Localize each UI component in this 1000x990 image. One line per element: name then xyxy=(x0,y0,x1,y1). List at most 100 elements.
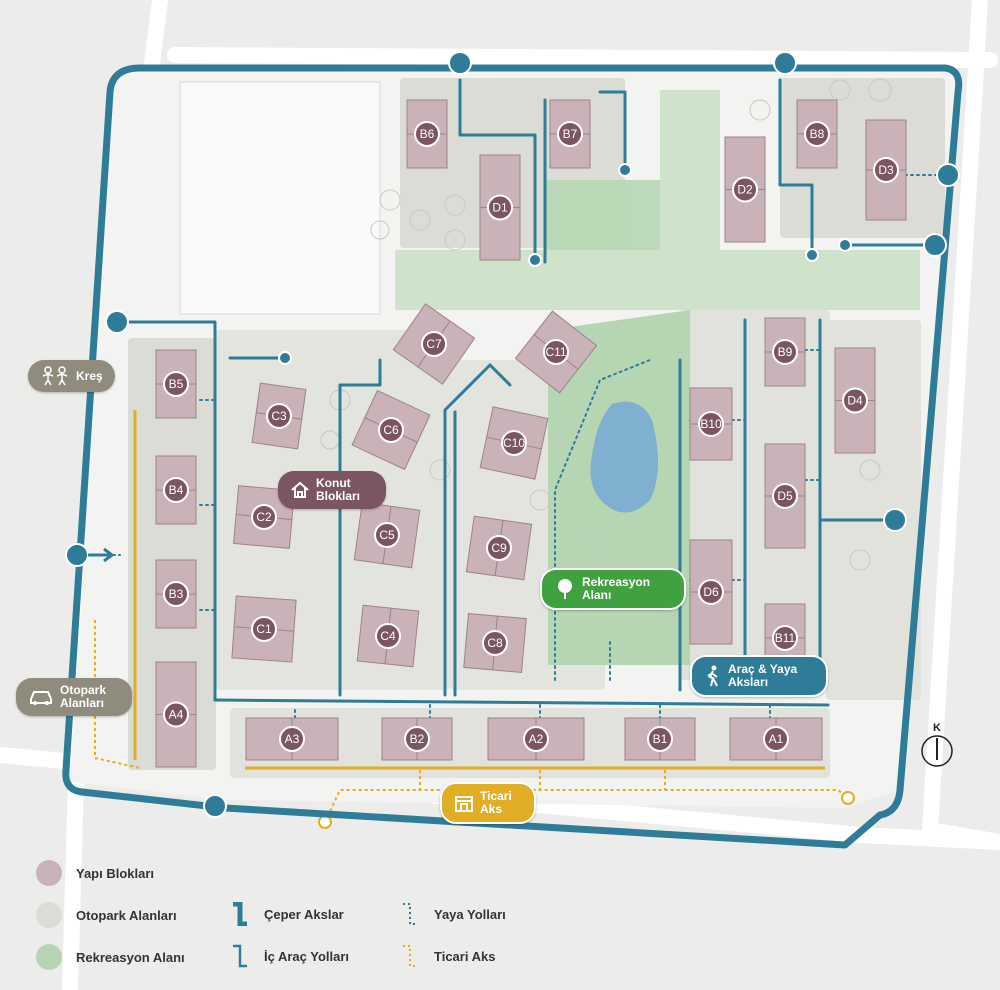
rekreasyon-label: Rekreasyon Alanı xyxy=(582,575,651,602)
block-badge: A2 xyxy=(523,726,549,752)
legend-item: Yapı Blokları xyxy=(36,860,154,886)
block-label: A4 xyxy=(169,708,184,722)
commercial-axis xyxy=(94,410,849,823)
rekreasyon-callout[interactable]: Rekreasyon Alanı xyxy=(540,568,686,610)
block-label: D2 xyxy=(737,183,753,197)
legend-label: Çeper Akslar xyxy=(264,906,344,922)
shop-icon xyxy=(455,796,473,812)
dotted-gold-line-icon xyxy=(403,945,417,967)
block-label: C1 xyxy=(256,622,272,636)
entry-arrow-icon xyxy=(88,547,115,563)
block-label: D6 xyxy=(703,585,719,599)
thin-line-icon xyxy=(233,944,247,968)
block-label: C10 xyxy=(503,436,525,450)
block-badge: C8 xyxy=(482,630,508,656)
legend-label: Yapı Blokları xyxy=(76,865,155,881)
block-label: C5 xyxy=(379,528,395,542)
konut-callout[interactable]: Konut Blokları xyxy=(278,471,386,509)
legend-item: Yaya Yolları xyxy=(400,902,506,926)
block-badge: C6 xyxy=(378,417,404,443)
house-icon xyxy=(291,481,309,498)
block-label: C3 xyxy=(271,409,287,423)
block-badge: D3 xyxy=(873,157,899,183)
legend-label: Ticari Aks xyxy=(434,948,496,964)
block-label: B7 xyxy=(563,127,578,141)
legend-label: Yaya Yolları xyxy=(434,906,506,922)
compass-label: K xyxy=(933,722,941,734)
block-label: B4 xyxy=(169,483,184,497)
block-label: C4 xyxy=(380,629,396,643)
block-label: D1 xyxy=(492,201,508,215)
building-block-b4[interactable] xyxy=(155,455,197,525)
block-badge: C2 xyxy=(251,504,277,530)
building-block-d1[interactable] xyxy=(479,154,521,261)
block-label: C9 xyxy=(491,541,507,555)
legend-item: İç Araç Yolları xyxy=(230,944,349,968)
block-label: C6 xyxy=(383,423,399,437)
block-badge: B3 xyxy=(163,581,189,607)
ticari-label: Ticari Aks xyxy=(480,789,512,816)
block-label: C11 xyxy=(545,345,566,359)
block-badge: D4 xyxy=(842,387,868,414)
commercial-node xyxy=(841,791,855,805)
block-label: B5 xyxy=(169,377,184,391)
children-icon xyxy=(42,366,68,386)
block-badge: B11 xyxy=(772,625,798,651)
block-label: C7 xyxy=(426,337,442,351)
block-label: A1 xyxy=(769,732,784,746)
block-badge: C3 xyxy=(266,403,292,429)
ticari-callout[interactable]: Ticari Aks xyxy=(440,782,536,824)
block-label: A3 xyxy=(285,732,300,746)
kres-callout[interactable]: Kreş xyxy=(28,360,115,392)
otopark-callout[interactable]: Otopark Alanları xyxy=(16,678,132,716)
block-badge: A4 xyxy=(163,701,189,728)
block-badge: C1 xyxy=(251,616,277,642)
block-badge: A1 xyxy=(763,726,789,752)
block-label: B11 xyxy=(775,631,796,645)
block-badge: B2 xyxy=(404,726,430,752)
block-label: D3 xyxy=(878,163,894,177)
kres-label: Kreş xyxy=(76,368,103,383)
dotted-line-icon xyxy=(403,903,417,925)
legend-swatch-recreation xyxy=(36,944,62,970)
konut-label: Konut Blokları xyxy=(316,476,361,503)
block-badge: B5 xyxy=(163,371,189,397)
block-label: B1 xyxy=(653,732,668,746)
block-label: C2 xyxy=(256,510,272,524)
pedestrian-icon xyxy=(707,665,718,687)
block-badge: D2 xyxy=(732,176,758,203)
block-badge: C5 xyxy=(374,522,400,548)
block-badge: B9 xyxy=(772,339,798,365)
block-badge: D1 xyxy=(487,194,513,221)
car-icon xyxy=(30,691,52,705)
block-badge: C11 xyxy=(543,339,569,365)
block-label: B8 xyxy=(810,127,825,141)
block-label: B3 xyxy=(169,587,184,601)
block-label: D5 xyxy=(777,489,793,503)
block-badge: B4 xyxy=(163,477,189,503)
block-label: B9 xyxy=(778,345,793,359)
block-label: B2 xyxy=(410,732,425,746)
legend-swatch-blocks xyxy=(36,860,62,886)
block-label: B10 xyxy=(700,417,722,431)
block-label: C8 xyxy=(487,636,503,650)
arac-yaya-callout[interactable]: Araç & Yaya Aksları xyxy=(690,655,828,697)
compass-icon xyxy=(921,735,953,767)
commercial-node xyxy=(318,815,332,829)
perimeter-nodes xyxy=(65,51,960,818)
block-badge: A3 xyxy=(279,726,305,752)
legend-item: Rekreasyon Alanı xyxy=(36,944,185,970)
internal-roads xyxy=(116,78,937,707)
block-badge: B6 xyxy=(414,121,440,147)
block-badge: D6 xyxy=(698,579,724,605)
legend-item: Otopark Alanları xyxy=(36,902,177,928)
block-badge: C7 xyxy=(421,331,447,357)
block-label: A2 xyxy=(529,732,544,746)
legend-swatch-parking xyxy=(36,902,62,928)
block-badge: B7 xyxy=(557,121,583,147)
block-badge: C4 xyxy=(375,623,401,649)
block-label: D4 xyxy=(847,394,863,408)
legend-item: Ticari Aks xyxy=(400,944,495,968)
